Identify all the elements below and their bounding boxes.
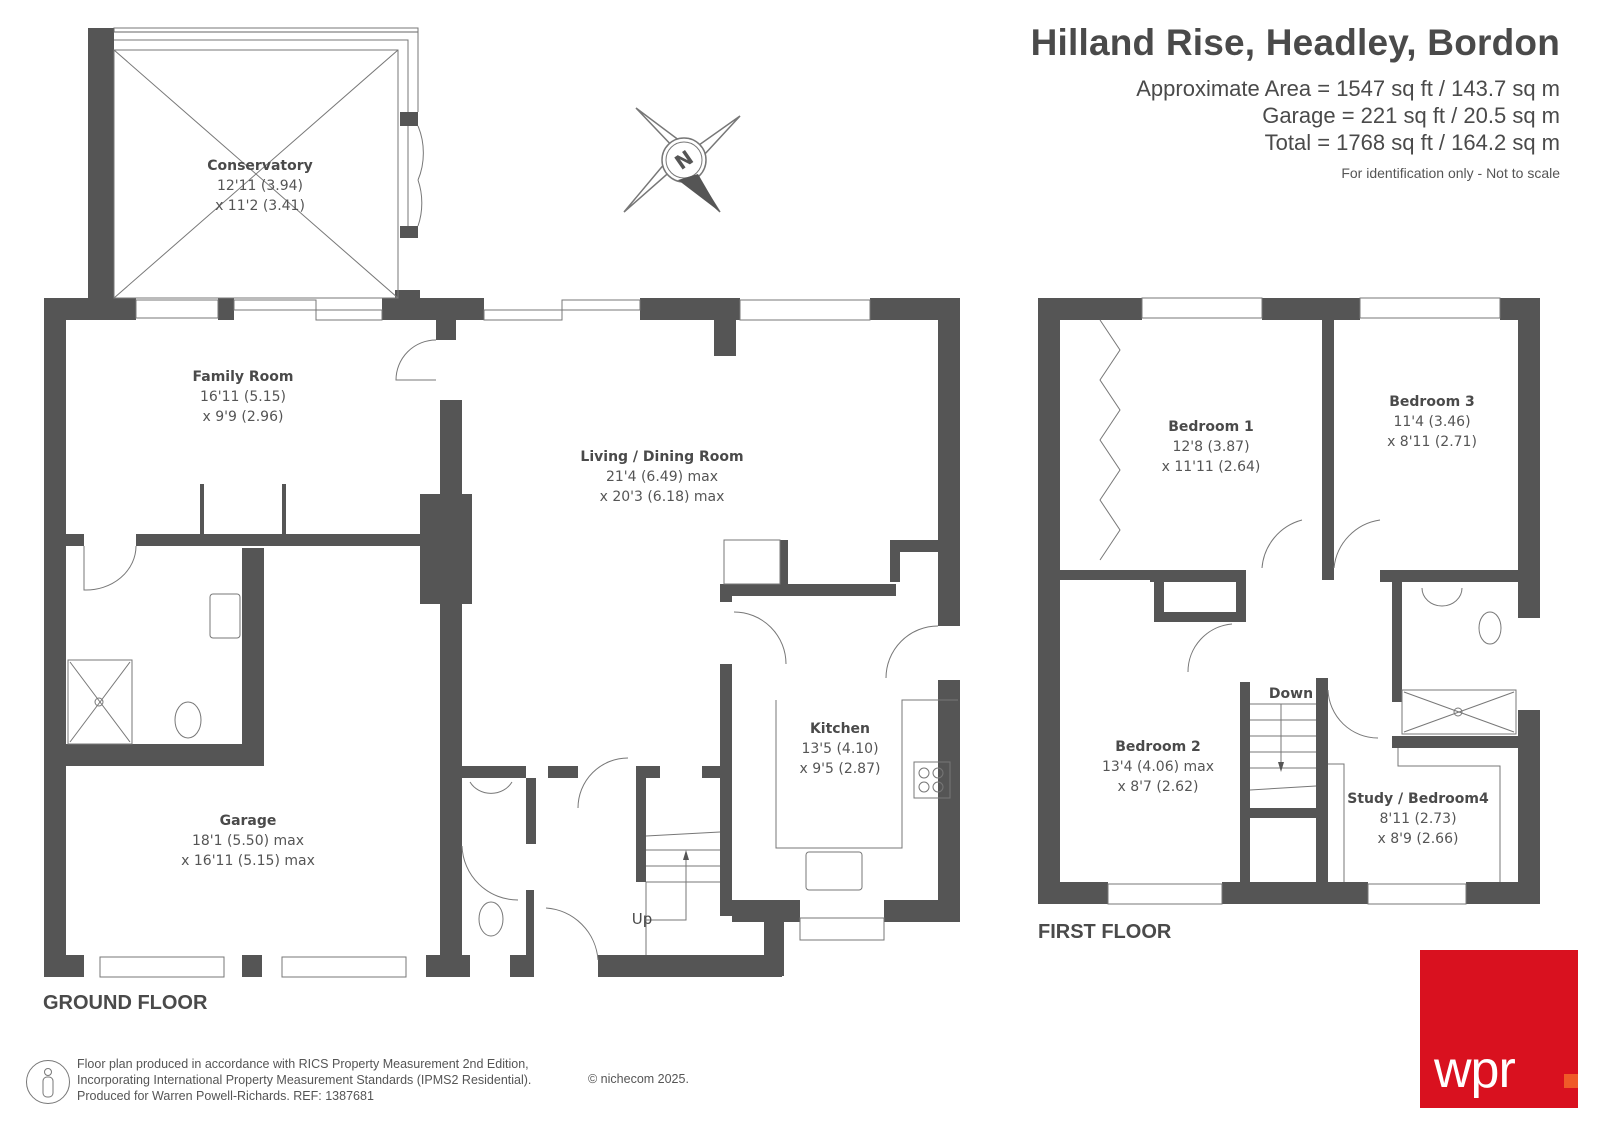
wpr-logo: wpr [1420,950,1578,1108]
total-area: Total = 1768 sq ft / 164.2 sq m [1264,130,1560,155]
svg-text:Family Room: Family Room [193,369,294,385]
svg-text:12'8 (3.87): 12'8 (3.87) [1172,439,1249,455]
logo-dot [1564,1074,1578,1088]
svg-text:Bedroom 2: Bedroom 2 [1115,739,1201,755]
svg-text:Living / Dining Room: Living / Dining Room [580,449,743,465]
svg-text:Study / Bedroom4: Study / Bedroom4 [1347,791,1489,807]
approx-area: Approximate Area = 1547 sq ft / 143.7 sq… [1136,76,1560,101]
svg-text:x 16'11 (5.15) max: x 16'11 (5.15) max [181,853,315,869]
compass-north-icon: N [623,107,741,213]
room-conservatory: Conservatory 12'11 (3.94) x 11'2 (3.41) [207,158,313,214]
room-bedroom-2: Bedroom 2 13'4 (4.06) max x 8'7 (2.62) [1102,739,1214,795]
room-bedroom-1: Bedroom 1 12'8 (3.87) x 11'11 (2.64) [1162,419,1261,475]
svg-text:21'4 (6.49) max: 21'4 (6.49) max [606,469,718,485]
svg-text:16'11 (5.15): 16'11 (5.15) [200,389,286,405]
footer-line-2: Incorporating International Property Mea… [77,1073,532,1087]
svg-text:x 8'7 (2.62): x 8'7 (2.62) [1118,779,1199,795]
svg-text:8'11 (2.73): 8'11 (2.73) [1379,811,1456,827]
ground-floor-walls [44,27,960,977]
svg-text:12'11 (3.94): 12'11 (3.94) [217,178,303,194]
svg-text:Kitchen: Kitchen [810,721,870,737]
svg-text:x 11'11 (2.64): x 11'11 (2.64) [1162,459,1261,475]
svg-text:Bedroom 3: Bedroom 3 [1389,394,1475,410]
svg-text:x 11'2 (3.41): x 11'2 (3.41) [215,198,305,214]
stairs-up-label: Up [632,910,653,928]
footer-line-3: Produced for Warren Powell-Richards. REF… [77,1089,374,1103]
svg-text:x 9'5 (2.87): x 9'5 (2.87) [800,761,881,777]
copyright: © nichecom 2025. [588,1072,689,1086]
svg-text:18'1 (5.50) max: 18'1 (5.50) max [192,833,304,849]
svg-text:13'5 (4.10): 13'5 (4.10) [801,741,878,757]
svg-text:Bedroom 1: Bedroom 1 [1168,419,1254,435]
ground-floor-details [67,27,958,978]
svg-text:13'4 (4.06) max: 13'4 (4.06) max [1102,759,1214,775]
svg-text:x 8'9 (2.66): x 8'9 (2.66) [1378,831,1459,847]
room-study-bedroom-4: Study / Bedroom4 8'11 (2.73) x 8'9 (2.66… [1347,791,1489,847]
svg-text:Garage: Garage [220,813,277,829]
room-living-dining: Living / Dining Room 21'4 (6.49) max x 2… [580,449,743,505]
svg-text:Conservatory: Conservatory [207,158,313,174]
svg-text:x 20'3 (6.18) max: x 20'3 (6.18) max [600,489,725,505]
svg-text:11'4 (3.46): 11'4 (3.46) [1393,414,1470,430]
footer-notes: Floor plan produced in accordance with R… [77,1056,531,1104]
footer-line-1: Floor plan produced in accordance with R… [77,1057,529,1071]
garage-area: Garage = 221 sq ft / 20.5 sq m [1262,103,1560,128]
room-kitchen: Kitchen 13'5 (4.10) x 9'5 (2.87) [800,721,881,777]
logo-text: wpr [1434,1041,1516,1099]
room-garage: Garage 18'1 (5.50) max x 16'11 (5.15) ma… [181,813,315,869]
stairs-down-label: Down [1269,686,1313,702]
room-bedroom-3: Bedroom 3 11'4 (3.46) x 8'11 (2.71) [1387,394,1477,450]
property-title: Hilland Rise, Headley, Bordon [1030,22,1560,63]
ground-floor-label: GROUND FLOOR [43,992,208,1014]
first-floor-details [1099,297,1517,905]
first-floor-walls [1038,298,1540,904]
disclaimer: For identification only - Not to scale [1341,165,1560,181]
svg-text:x 8'11 (2.71): x 8'11 (2.71) [1387,434,1477,450]
svg-text:x 9'9 (2.96): x 9'9 (2.96) [203,409,284,425]
room-family-room: Family Room 16'11 (5.15) x 9'9 (2.96) [193,369,294,425]
first-floor-label: FIRST FLOOR [1038,921,1172,943]
person-icon [26,1060,70,1104]
